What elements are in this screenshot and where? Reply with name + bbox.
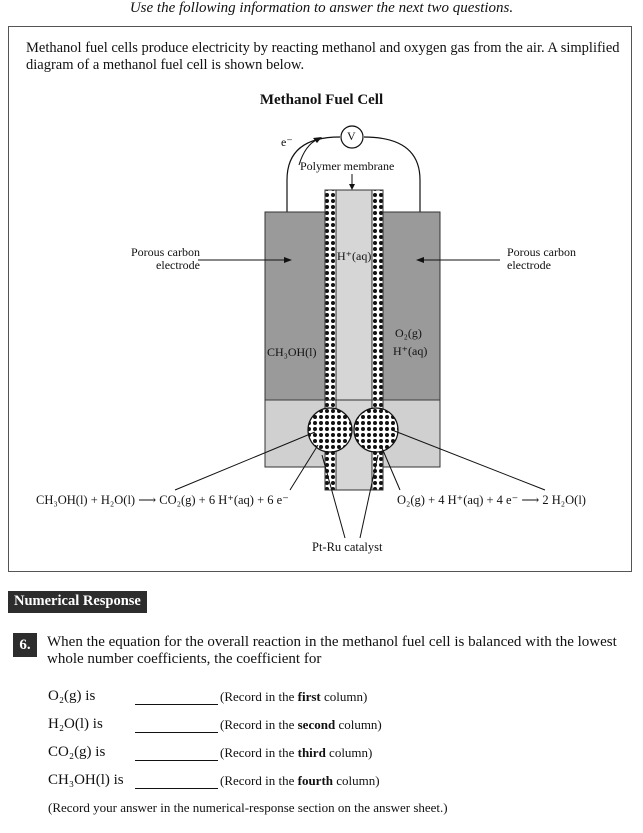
h-ion-right-label: H⁺(aq) xyxy=(393,344,428,358)
info-box xyxy=(8,26,632,572)
answer-blank-2[interactable] xyxy=(135,731,218,733)
oxygen-label: O₂(g) xyxy=(395,326,422,340)
methanol-label: CH₃OH(l) xyxy=(267,345,317,359)
species-label: O₂(g) is xyxy=(48,688,96,704)
catalyst-label: Pt-Ru catalyst xyxy=(312,540,383,554)
anode-equation: CH₃OH(l) + H₂O(l) ⟶ CO₂(g) + 6 H⁺(aq) + … xyxy=(36,493,289,507)
record-hint-4: (Record in the fourth column) xyxy=(220,773,380,788)
species-label: CH₃OH(l) is xyxy=(48,772,124,788)
record-hint-3: (Record in the third column) xyxy=(220,745,373,760)
record-hint-2: (Record in the second column) xyxy=(220,717,382,732)
species-label: H₂O(l) is xyxy=(48,716,103,732)
answer-row-h2o: H₂O(l) is xyxy=(48,716,103,733)
h-ion-label: H⁺(aq) xyxy=(337,249,372,263)
answer-row-ch3oh: CH₃OH(l) is xyxy=(48,772,124,789)
circuit-wire xyxy=(286,136,421,212)
voltmeter-label: V xyxy=(347,129,356,143)
diagram-title: Methanol Fuel Cell xyxy=(259,92,384,108)
membrane-label: Polymer membrane xyxy=(300,159,395,173)
question-number: 6. xyxy=(13,633,37,657)
voltmeter xyxy=(340,125,364,149)
species-label: CO₂(g) is xyxy=(48,744,106,760)
answer-blank-4[interactable] xyxy=(135,787,218,789)
right-electrode-label: Porous carbon electrode xyxy=(507,245,576,272)
answer-blank-3[interactable] xyxy=(135,759,218,761)
intro-text: Methanol fuel cells produce electricity … xyxy=(26,40,620,73)
answer-row-o2: O₂(g) is xyxy=(48,688,95,705)
answer-row-co2: CO₂(g) is xyxy=(48,744,105,761)
left-electrode-label: Porous carbon electrode xyxy=(131,245,200,272)
question-text: When the equation for the overall reacti… xyxy=(47,634,617,667)
instruction-header: Use the following information to answer … xyxy=(129,0,514,16)
answer-blank-1[interactable] xyxy=(135,703,218,705)
electron-label: e⁻ xyxy=(281,135,293,149)
cathode-equation: O₂(g) + 4 H⁺(aq) + 4 e⁻ ⟶ 2 H₂O(l) xyxy=(397,493,586,507)
record-hint-1: (Record in the first column) xyxy=(220,689,368,704)
catalyst-right xyxy=(353,407,399,453)
catalyst-left xyxy=(307,407,353,453)
section-label: Numerical Response xyxy=(8,591,147,613)
answer-sheet-note: (Record your answer in the numerical-res… xyxy=(48,800,448,815)
